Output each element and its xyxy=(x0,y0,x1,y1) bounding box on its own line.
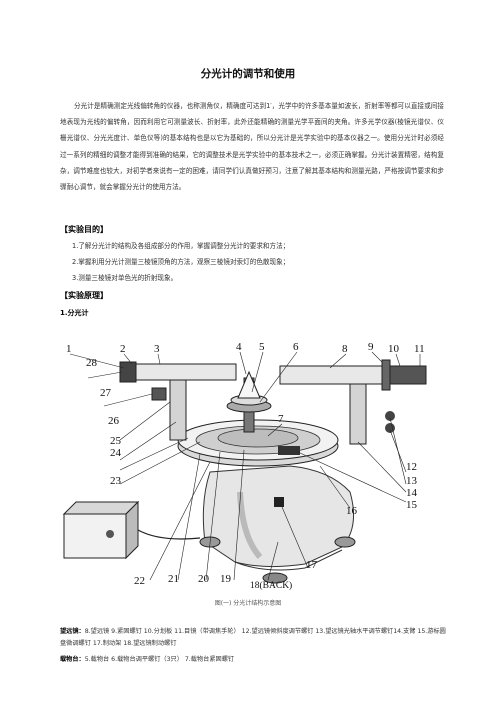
legend-text: 5.载物台 6.载物台调平螺钉（3只） 7.载物台紧固螺钉 xyxy=(84,656,235,663)
label-26: 26 xyxy=(108,415,120,427)
label-4: 4 xyxy=(236,342,242,353)
label-13: 13 xyxy=(406,475,418,487)
label-8: 8 xyxy=(342,343,348,355)
label-15: 15 xyxy=(406,499,418,511)
label-2: 2 xyxy=(120,343,126,355)
label-17: 17 xyxy=(306,559,318,571)
label-5: 5 xyxy=(259,342,265,353)
principle-heading: 【实验原理】 xyxy=(60,291,108,300)
label-21: 21 xyxy=(168,573,179,585)
leader-lines xyxy=(69,351,421,581)
label-12: 12 xyxy=(406,461,417,473)
label-24: 24 xyxy=(110,447,122,459)
label-6: 6 xyxy=(293,342,299,353)
purpose-item: 2.掌握利用分光计测量三棱镜顶角的方法，观察三棱镜对汞灯的色散现象； xyxy=(72,258,290,266)
divided-circle xyxy=(177,419,339,467)
spectrometer-diagram: 1 2 3 4 5 6 7 8 9 10 11 12 13 14 15 16 1… xyxy=(62,342,427,591)
label-11: 11 xyxy=(414,343,425,355)
legend-key: 望远镜： xyxy=(60,628,85,635)
label-10: 10 xyxy=(388,343,400,355)
page-title: 分光计的调节和使用 xyxy=(200,68,296,80)
part-number-labels: 1 2 3 4 5 6 7 8 9 10 11 12 13 14 15 16 1… xyxy=(66,342,425,591)
lamp-power-supply xyxy=(62,500,201,560)
label-23: 23 xyxy=(110,475,122,487)
purpose-item: 1.了解分光计的结构及各组成部分的作用，掌握调整分光计的要求和方法； xyxy=(72,242,290,250)
legend-telescope: 望远镜：8.望远镜 9.紧固螺钉 10.分划板 11.目镜（带调焦手轮） 12.… xyxy=(60,626,450,650)
purpose-list: 1.了解分光计的结构及各组成部分的作用，掌握调整分光计的要求和方法； 2.掌握利… xyxy=(72,238,289,286)
label-27: 27 xyxy=(100,387,112,399)
label-9: 9 xyxy=(368,342,374,353)
purpose-heading: 【实验目的】 xyxy=(60,225,108,234)
intro-paragraph: 分光计是精确测定光线偏转角的仪器，也称测角仪，精确度可达到1′，光学中的许多基本… xyxy=(60,102,444,192)
label-7: 7 xyxy=(278,413,284,425)
label-18: 18(BACK) xyxy=(250,580,292,591)
label-19: 19 xyxy=(220,573,232,585)
label-20: 20 xyxy=(198,573,210,585)
spectrometer-subheading: 1.分光计 xyxy=(60,309,89,317)
purpose-item: 3.测量三棱镜对单色光的折射现象。 xyxy=(72,274,178,282)
label-16: 16 xyxy=(346,505,358,517)
label-1: 1 xyxy=(66,343,72,355)
instrument-base xyxy=(199,465,356,584)
label-14: 14 xyxy=(406,487,418,499)
label-22: 22 xyxy=(134,575,145,587)
label-3: 3 xyxy=(154,343,160,355)
prism-table xyxy=(226,370,272,433)
legend-text: 8.望远镜 9.紧固螺钉 10.分划板 11.目镜（带调焦手轮） 12.望远镜倾… xyxy=(60,628,446,647)
label-25: 25 xyxy=(110,435,122,447)
label-28: 28 xyxy=(86,357,98,369)
legend-key: 载物台： xyxy=(60,656,85,663)
legend-stage: 载物台：5.载物台 6.载物台调平螺钉（3只） 7.载物台紧固螺钉 xyxy=(60,654,450,666)
telescope xyxy=(279,359,427,445)
figure-caption: 图(一) 分光计结构示意图 xyxy=(214,600,282,607)
